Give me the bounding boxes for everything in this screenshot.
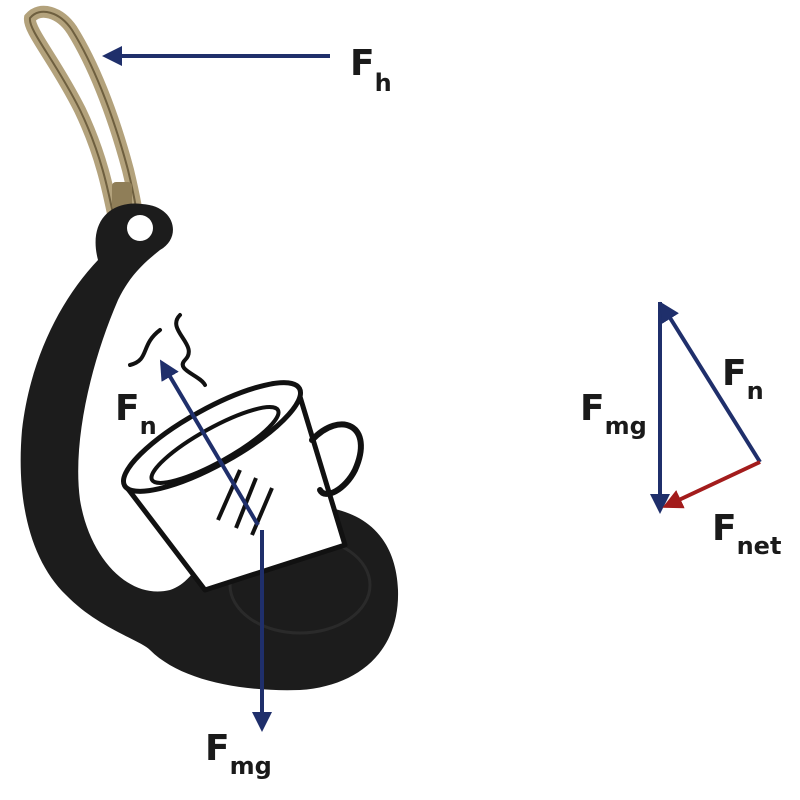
cup-handle	[309, 421, 364, 497]
steam-left	[128, 328, 162, 367]
label-normal-force-cup: Fn	[115, 388, 157, 440]
label-triangle-weight: Fmg	[580, 388, 647, 440]
coffee-cup	[120, 313, 364, 593]
label-triangle-normal: Fn	[722, 353, 764, 405]
label-hand-force: Fh	[350, 43, 392, 97]
triangle-net-arrow	[662, 460, 761, 509]
normal-force-arrow	[159, 359, 260, 527]
label-weight-cup: Fmg	[205, 728, 272, 780]
hook-ring-hole	[127, 215, 153, 241]
strap-loop	[23, 5, 146, 244]
steam-right	[174, 313, 207, 387]
triangle-normal-arrow	[659, 301, 762, 464]
label-triangle-net: Fnet	[712, 508, 781, 560]
